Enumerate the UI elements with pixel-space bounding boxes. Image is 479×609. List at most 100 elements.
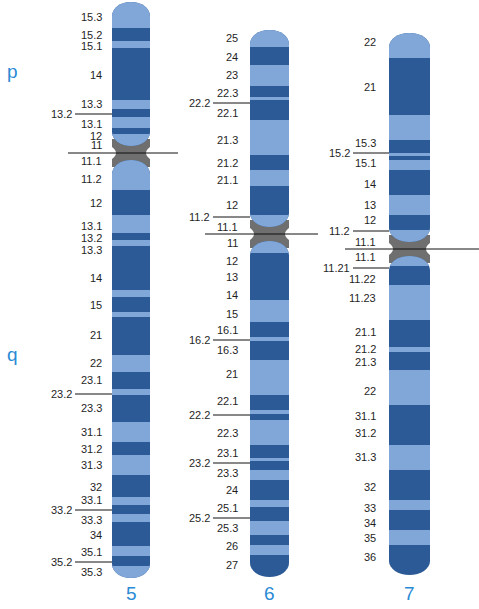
light-band <box>389 370 430 405</box>
leader-line <box>75 394 112 395</box>
light-band <box>112 215 150 233</box>
leader-line <box>353 268 389 269</box>
band-label: 31.3 <box>81 459 102 471</box>
band-label: 22.1 <box>217 107 238 119</box>
light-band <box>250 120 289 155</box>
band-label: 23.1 <box>81 374 102 386</box>
band-label: 13.2 <box>81 232 102 244</box>
band-label: 24 <box>226 484 238 496</box>
light-band <box>112 422 150 442</box>
leader-line <box>75 114 112 115</box>
light-band <box>112 160 150 190</box>
leader-line <box>75 510 112 511</box>
leader-line <box>213 340 250 341</box>
light-band <box>250 215 289 227</box>
dark-band <box>112 160 150 578</box>
band-label: 31.1 <box>81 426 102 438</box>
dark-band <box>389 33 430 242</box>
band-label: 11.1 <box>355 236 376 248</box>
band-label: 35 <box>364 532 376 544</box>
light-band <box>389 160 430 170</box>
band-label: 26 <box>226 540 238 552</box>
band-label: 35.1 <box>81 546 102 558</box>
band-label: 21.1 <box>217 174 238 186</box>
light-band <box>112 41 150 48</box>
band-label: 21.1 <box>355 326 376 338</box>
band-label: 34 <box>90 529 102 541</box>
band-label: 13.1 <box>81 118 102 130</box>
band-label: 11.23 <box>349 292 376 304</box>
band-label: 15.2 <box>329 147 350 159</box>
centromere-line <box>68 153 178 154</box>
centromere-line <box>345 249 479 250</box>
dark-band <box>112 2 150 146</box>
band-label: 22 <box>364 36 376 48</box>
band-label: 33.3 <box>81 514 102 526</box>
band-label: 25.3 <box>217 522 238 534</box>
leader-line <box>213 103 250 104</box>
band-label: 21.3 <box>355 356 376 368</box>
light-band <box>112 290 150 297</box>
band-label: 15 <box>226 308 238 320</box>
band-label: 23.1 <box>217 447 238 459</box>
band-label: 23.2 <box>51 388 72 400</box>
chromosome-arm <box>112 2 150 146</box>
light-band <box>112 240 150 246</box>
chromosome-arm <box>389 256 430 575</box>
band-label: 22.2 <box>189 409 210 421</box>
light-band <box>389 195 430 215</box>
light-band <box>389 445 430 470</box>
leader-line <box>353 153 389 154</box>
band-label: 13 <box>226 271 238 283</box>
band-label: 22 <box>90 357 102 369</box>
arm-or-chromosome-label: 5 <box>126 583 137 605</box>
band-label: 14 <box>90 272 102 284</box>
band-label: 31.2 <box>81 443 102 455</box>
band-label: 21.2 <box>217 157 238 169</box>
band-label: 31.3 <box>355 451 376 463</box>
band-label: 22.3 <box>217 87 238 99</box>
band-label: 22 <box>364 385 376 397</box>
band-label: 25.2 <box>189 512 210 524</box>
light-band <box>250 65 289 86</box>
band-label: 13.3 <box>81 244 102 256</box>
light-band <box>389 530 430 545</box>
band-label: 13 <box>364 199 376 211</box>
band-label: 16.3 <box>217 344 238 356</box>
band-label: 15.1 <box>355 157 376 169</box>
band-label: 36 <box>364 551 376 563</box>
band-label: 11.1 <box>355 251 376 263</box>
band-label: 12 <box>226 199 238 211</box>
band-label: 35.2 <box>51 556 72 568</box>
band-label: 23.3 <box>217 467 238 479</box>
light-band <box>389 115 430 140</box>
band-label: 27 <box>226 559 238 571</box>
light-band <box>112 389 150 395</box>
band-label: 25 <box>226 32 238 44</box>
light-band <box>389 153 430 156</box>
band-label: 11.2 <box>329 225 350 237</box>
band-label: 31.1 <box>355 410 376 422</box>
band-label: 21 <box>90 329 102 341</box>
band-label: 15.2 <box>81 29 102 41</box>
band-label: 21.2 <box>355 343 376 355</box>
arm-or-chromosome-label: q <box>7 344 18 366</box>
band-label: 21.3 <box>217 134 238 146</box>
dark-band <box>389 256 430 575</box>
band-label: 33.2 <box>51 504 72 516</box>
centromere-line <box>205 234 318 235</box>
chromosome-arm <box>389 33 430 242</box>
band-label: 15 <box>90 299 102 311</box>
band-label: 12 <box>90 197 102 209</box>
light-band <box>389 230 430 242</box>
band-label: 33 <box>364 502 376 514</box>
band-label: 34 <box>364 517 376 529</box>
band-label: 12 <box>364 214 376 226</box>
light-band <box>250 470 289 480</box>
light-band <box>112 514 150 522</box>
light-band <box>112 100 150 109</box>
light-band <box>250 337 289 341</box>
light-band <box>112 117 150 128</box>
light-band <box>250 545 289 555</box>
light-band <box>112 355 150 372</box>
